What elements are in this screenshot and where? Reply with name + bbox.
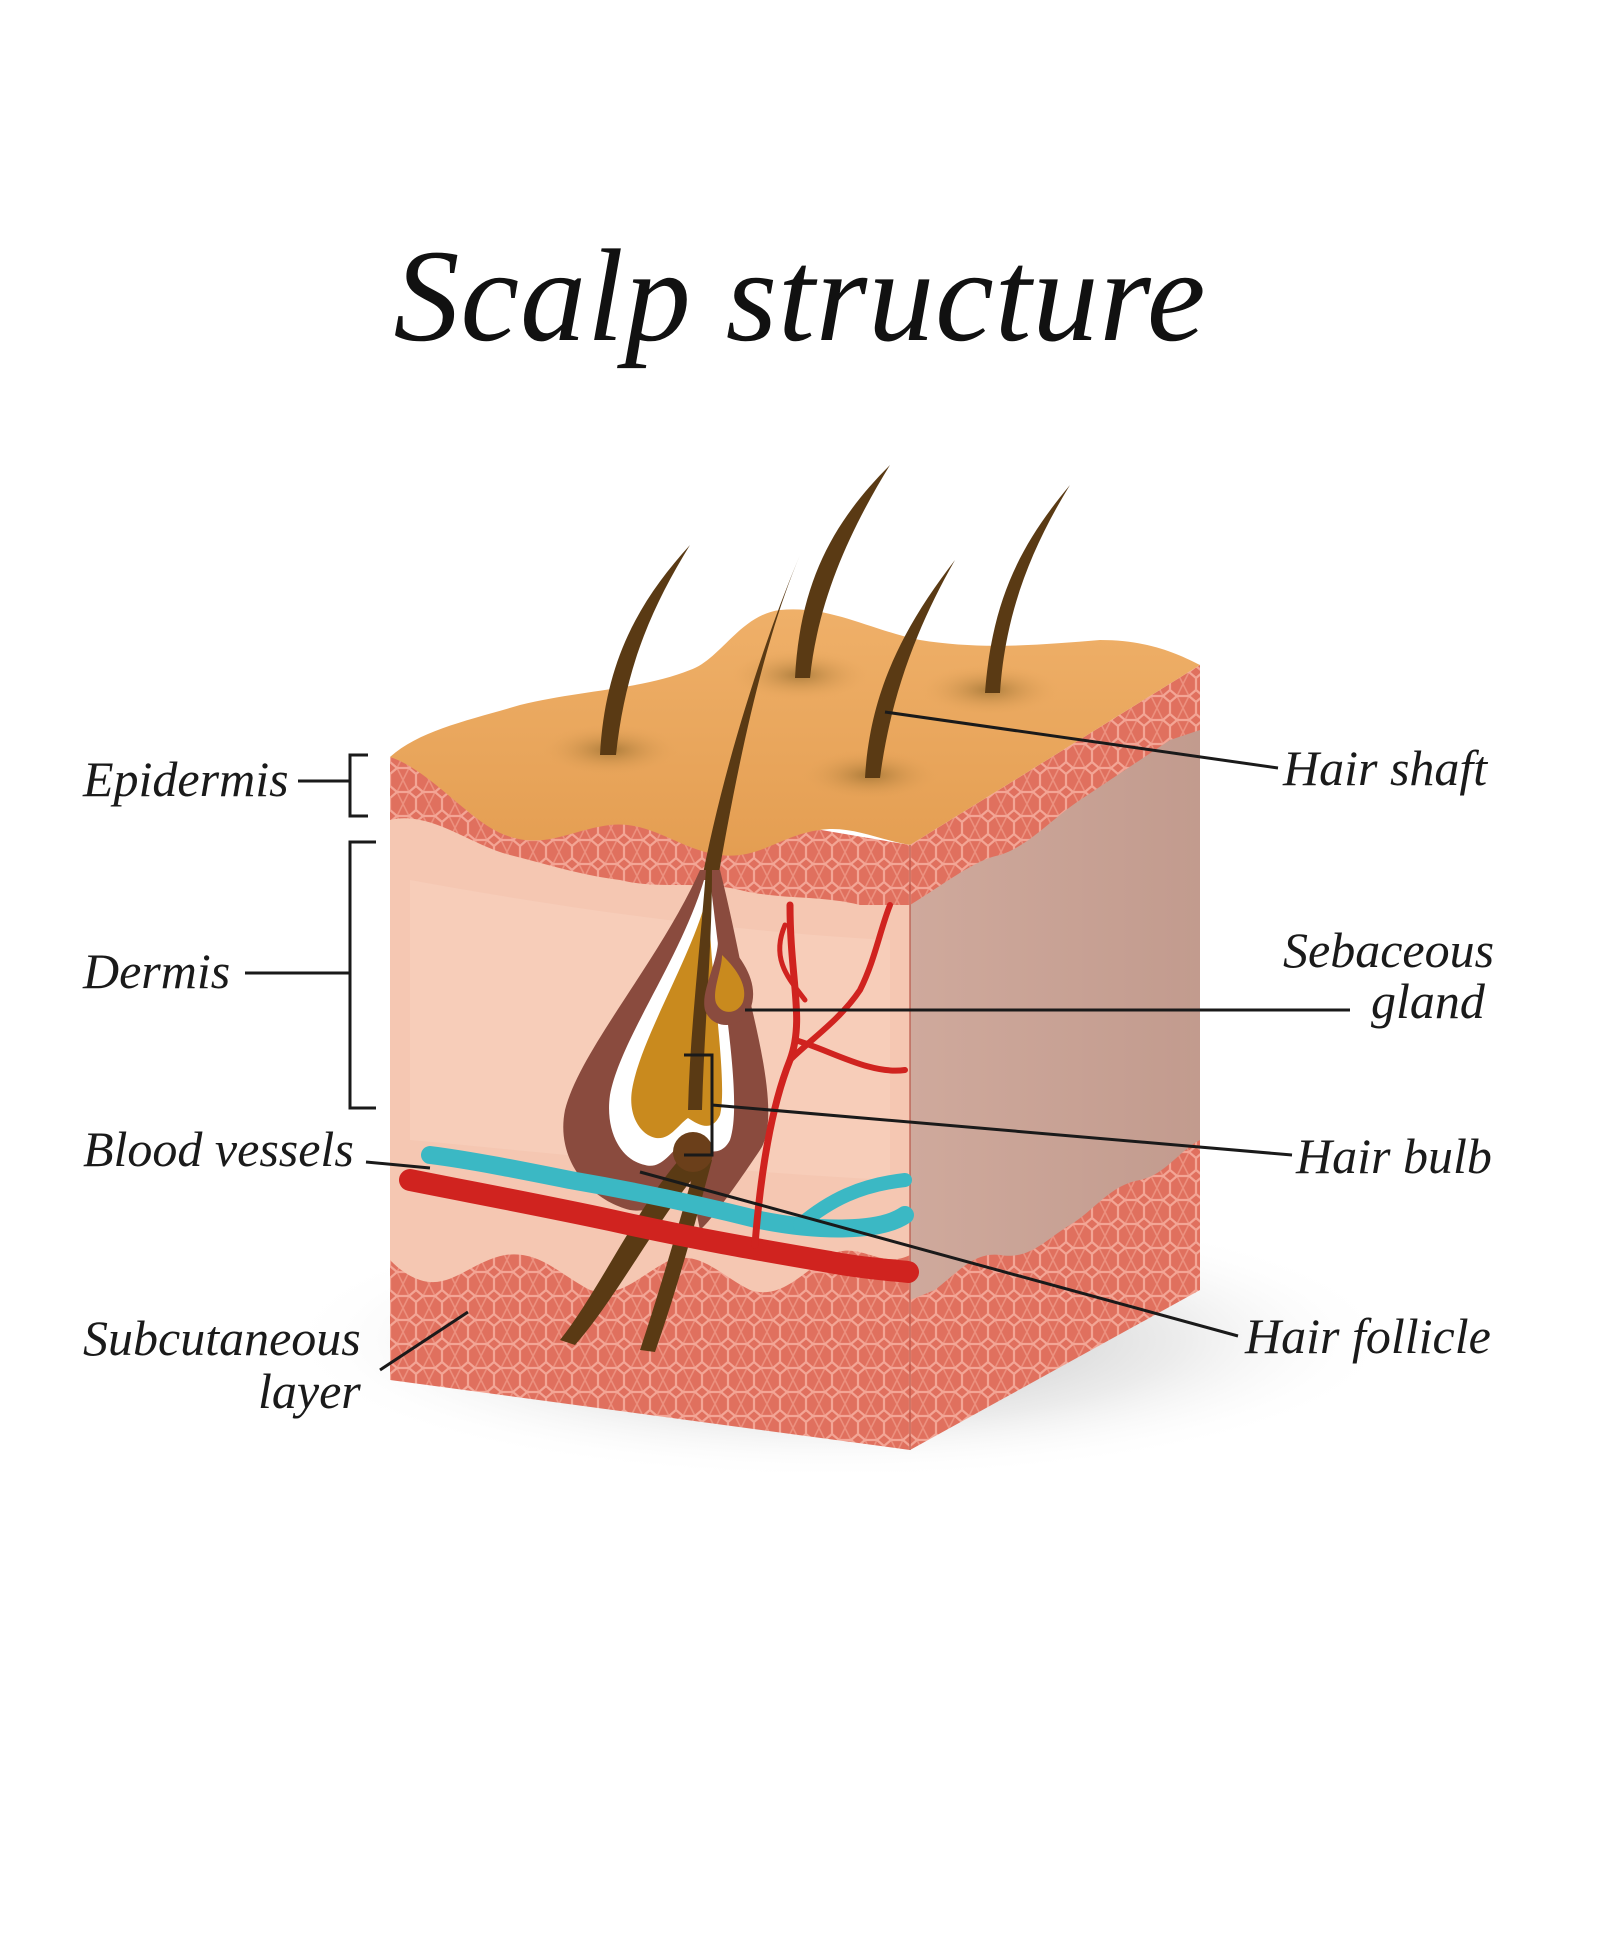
svg-text:Hair bulb: Hair bulb (1295, 1128, 1492, 1184)
artery (399, 1169, 919, 1283)
label-hair-shaft: Hair shaft (884, 710, 1488, 796)
label-subcutaneous-layer: Subcutaneous layer (83, 1310, 469, 1419)
page-title: Scalp structure (393, 222, 1207, 369)
svg-text:Hair shaft: Hair shaft (1282, 740, 1488, 796)
side-face (909, 665, 1200, 1450)
svg-text:layer: layer (258, 1363, 361, 1419)
sebaceous-gland (704, 935, 754, 1025)
svg-text:Blood vessels: Blood vessels (83, 1121, 354, 1177)
label-sebaceous-gland: Sebaceous gland (745, 922, 1494, 1029)
label-blood-vessels: Blood vessels (83, 1121, 431, 1177)
svg-text:Subcutaneous: Subcutaneous (83, 1310, 361, 1366)
svg-text:Hair follicle: Hair follicle (1244, 1308, 1491, 1364)
svg-text:Epidermis: Epidermis (82, 751, 289, 807)
label-epidermis: Epidermis (82, 751, 368, 818)
svg-text:Dermis: Dermis (82, 943, 230, 999)
label-hair-bulb: Hair bulb (684, 1053, 1492, 1184)
label-hair-follicle: Hair follicle (639, 1170, 1491, 1364)
hair-shafts (600, 465, 1070, 890)
side-dermis (910, 730, 1200, 1300)
label-dermis: Dermis (82, 840, 376, 1110)
svg-text:gland: gland (1371, 973, 1486, 1029)
svg-text:Sebaceous: Sebaceous (1283, 922, 1494, 978)
